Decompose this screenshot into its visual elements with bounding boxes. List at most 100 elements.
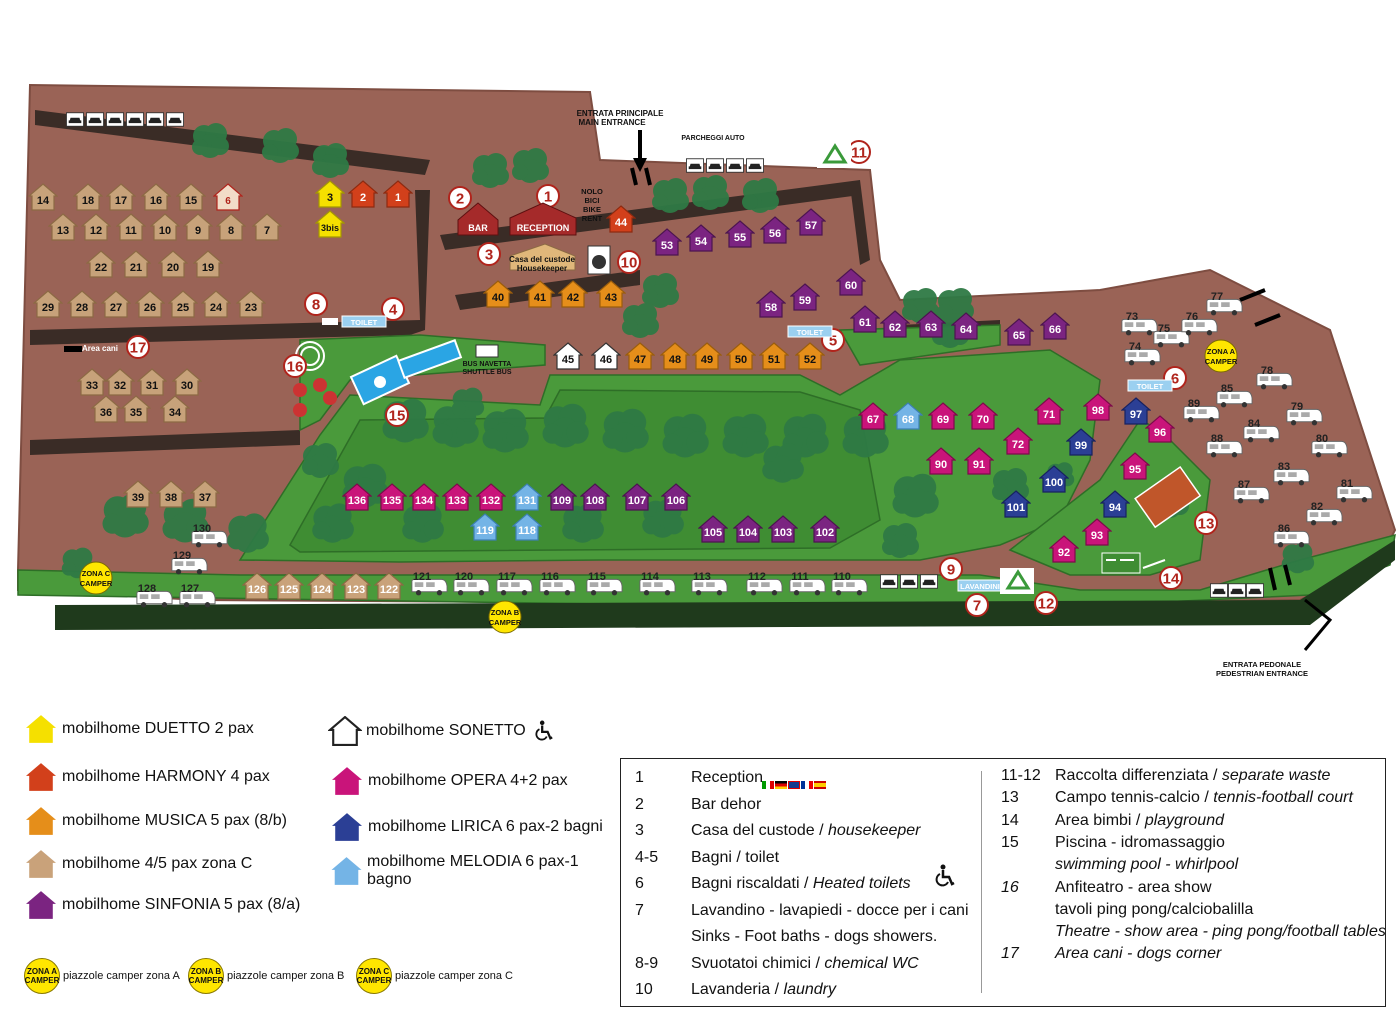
camper-pitch-88[interactable]: 88	[1206, 433, 1243, 458]
unit-20[interactable]: 20	[158, 250, 188, 278]
unit-27[interactable]: 27	[101, 290, 131, 318]
unit-13[interactable]: 13	[48, 213, 78, 241]
unit-136[interactable]: 136	[342, 483, 372, 511]
unit-23[interactable]: 23	[236, 290, 266, 318]
unit-72[interactable]: 72	[1003, 427, 1033, 455]
unit-36[interactable]: 36	[91, 395, 121, 423]
unit-71[interactable]: 71	[1034, 397, 1064, 425]
unit-2[interactable]: 2	[348, 180, 378, 208]
unit-99[interactable]: 99	[1066, 428, 1096, 456]
unit-64[interactable]: 64	[951, 312, 981, 340]
poi-marker-17[interactable]: 17	[126, 335, 150, 359]
unit-122[interactable]: 122	[374, 572, 404, 600]
unit-42[interactable]: 42	[558, 280, 588, 308]
camper-pitch-84[interactable]: 84	[1243, 418, 1280, 443]
unit-59[interactable]: 59	[790, 283, 820, 311]
unit-29[interactable]: 29	[33, 290, 63, 318]
camper-pitch-112[interactable]: 112	[746, 571, 783, 596]
unit-3[interactable]: 3	[315, 180, 345, 208]
unit-126[interactable]: 126	[242, 572, 272, 600]
unit-35[interactable]: 35	[121, 395, 151, 423]
camper-pitch-79[interactable]: 79	[1286, 401, 1323, 426]
camper-pitch-87[interactable]: 87	[1233, 479, 1270, 504]
camper-pitch-89[interactable]: 89	[1183, 398, 1220, 423]
unit-7[interactable]: 7	[252, 213, 282, 241]
poi-marker-1[interactable]: 1	[536, 184, 560, 208]
unit-32[interactable]: 32	[105, 368, 135, 396]
camper-pitch-74[interactable]: 74	[1124, 341, 1161, 366]
unit-104[interactable]: 104	[733, 515, 763, 543]
unit-46[interactable]: 46	[591, 342, 621, 370]
unit-16[interactable]: 16	[141, 183, 171, 211]
camper-pitch-81[interactable]: 81	[1336, 478, 1373, 503]
poi-marker-7[interactable]: 7	[965, 593, 989, 617]
poi-marker-10[interactable]: 10	[617, 250, 641, 274]
bar-building[interactable]: BAR	[457, 202, 499, 236]
unit-103[interactable]: 103	[768, 515, 798, 543]
unit-55[interactable]: 55	[725, 220, 755, 248]
camper-pitch-129[interactable]: 129	[171, 550, 208, 575]
unit-118[interactable]: 118	[512, 513, 542, 541]
unit-52[interactable]: 52	[795, 342, 825, 370]
unit-63[interactable]: 63	[916, 310, 946, 338]
unit-107[interactable]: 107	[622, 483, 652, 511]
camper-pitch-78[interactable]: 78	[1256, 365, 1293, 390]
unit-34[interactable]: 34	[160, 395, 190, 423]
toilet-5[interactable]: TOILET	[787, 325, 833, 338]
unit-44[interactable]: 44	[606, 205, 636, 233]
unit-21[interactable]: 21	[121, 250, 151, 278]
camper-pitch-76[interactable]: 76	[1181, 311, 1218, 336]
unit-90[interactable]: 90	[926, 447, 956, 475]
unit-134[interactable]: 134	[409, 483, 439, 511]
unit-58[interactable]: 58	[756, 290, 786, 318]
unit-101[interactable]: 101	[1001, 490, 1031, 518]
unit-57[interactable]: 57	[796, 208, 826, 236]
reception-building[interactable]: RECEPTION	[509, 202, 577, 236]
unit-17[interactable]: 17	[106, 183, 136, 211]
unit-97[interactable]: 97	[1121, 397, 1151, 425]
poi-marker-15[interactable]: 15	[385, 403, 409, 427]
unit-62[interactable]: 62	[880, 310, 910, 338]
unit-19[interactable]: 19	[193, 250, 223, 278]
unit-105[interactable]: 105	[698, 515, 728, 543]
unit-51[interactable]: 51	[759, 342, 789, 370]
unit-100[interactable]: 100	[1039, 465, 1069, 493]
unit-91[interactable]: 91	[964, 447, 994, 475]
unit-98[interactable]: 98	[1083, 393, 1113, 421]
camper-pitch-113[interactable]: 113	[691, 571, 728, 596]
poi-marker-9[interactable]: 9	[939, 557, 963, 581]
toilet-6[interactable]: TOILET	[1127, 379, 1173, 392]
camper-pitch-114[interactable]: 114	[639, 571, 676, 596]
camper-pitch-83[interactable]: 83	[1273, 461, 1310, 486]
toilet-4[interactable]: TOILET	[341, 315, 387, 328]
unit-48[interactable]: 48	[660, 342, 690, 370]
camper-pitch-86[interactable]: 86	[1273, 523, 1310, 548]
unit-66[interactable]: 66	[1040, 312, 1070, 340]
camper-pitch-73[interactable]: 73	[1121, 311, 1158, 336]
unit-65[interactable]: 65	[1004, 318, 1034, 346]
unit-67[interactable]: 67	[858, 402, 888, 430]
poi-marker-13[interactable]: 13	[1194, 511, 1218, 535]
poi-marker-16[interactable]: 16	[283, 354, 307, 378]
unit-102[interactable]: 102	[810, 515, 840, 543]
unit-54[interactable]: 54	[686, 224, 716, 252]
poi-marker-2[interactable]: 2	[448, 186, 472, 210]
unit-43[interactable]: 43	[596, 280, 626, 308]
unit-40[interactable]: 40	[483, 280, 513, 308]
unit-132[interactable]: 132	[476, 483, 506, 511]
unit-53[interactable]: 53	[652, 228, 682, 256]
unit-50[interactable]: 50	[726, 342, 756, 370]
camper-pitch-85[interactable]: 85	[1216, 383, 1253, 408]
unit-15[interactable]: 15	[176, 183, 206, 211]
unit-96[interactable]: 96	[1145, 415, 1175, 443]
unit-37[interactable]: 37	[190, 480, 220, 508]
unit-41[interactable]: 41	[525, 280, 555, 308]
unit-33[interactable]: 33	[77, 368, 107, 396]
unit-68[interactable]: 68	[893, 402, 923, 430]
poi-marker-8[interactable]: 8	[304, 292, 328, 316]
unit-1[interactable]: 1	[383, 180, 413, 208]
unit-108[interactable]: 108	[580, 483, 610, 511]
poi-marker-4[interactable]: 4	[381, 297, 405, 321]
poi-marker-11[interactable]: 11	[847, 140, 871, 164]
unit-38[interactable]: 38	[156, 480, 186, 508]
